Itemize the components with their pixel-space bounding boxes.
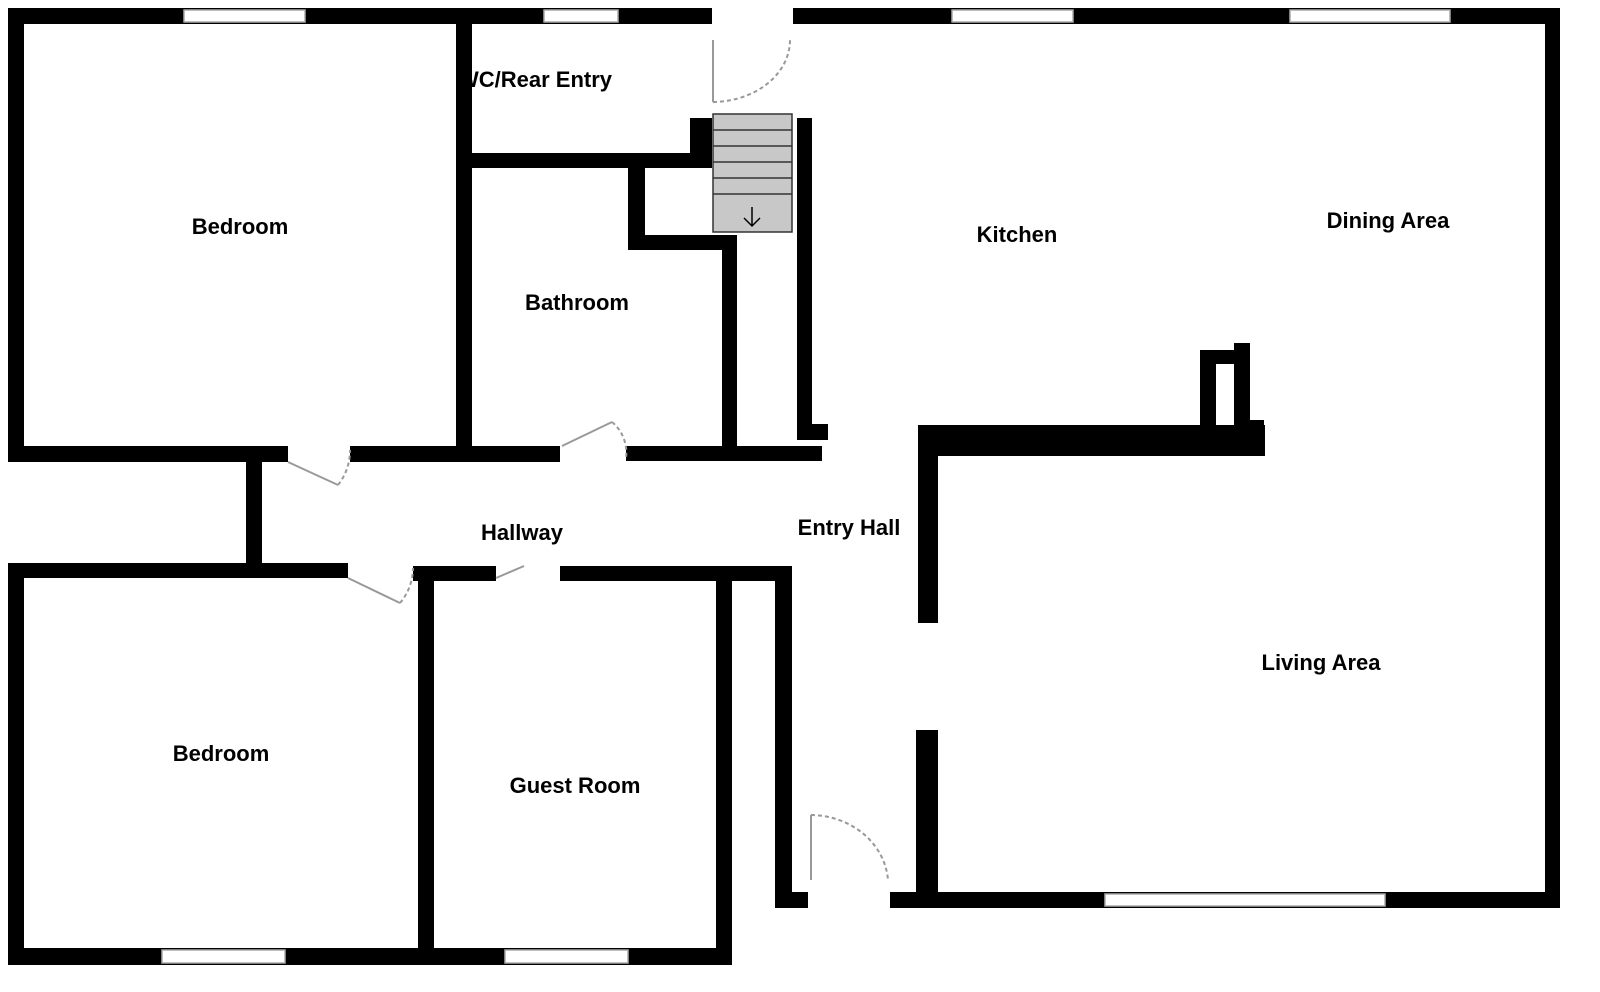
- room-label-hallway: Hallway: [481, 520, 563, 545]
- windows: [161, 9, 1451, 964]
- room-label-bathroom: Bathroom: [525, 290, 629, 315]
- stairs: [712, 113, 793, 233]
- room-label-bedroom-2: Bedroom: [172, 741, 270, 766]
- room-label-guest-room: Guest Room: [509, 773, 641, 798]
- room-label-bedroom-1: Bedroom: [191, 214, 289, 239]
- room-label-wc-rear-entry: WC/Rear Entry: [457, 67, 613, 92]
- room-label-entry-hall: Entry Hall: [797, 515, 901, 540]
- room-label-living-area: Living Area: [1261, 650, 1381, 675]
- stairs-down-arrow-icon: [743, 207, 761, 228]
- doors: [287, 39, 889, 881]
- room-label-dining-area: Dining Area: [1326, 208, 1450, 233]
- room-label-kitchen: Kitchen: [976, 222, 1058, 247]
